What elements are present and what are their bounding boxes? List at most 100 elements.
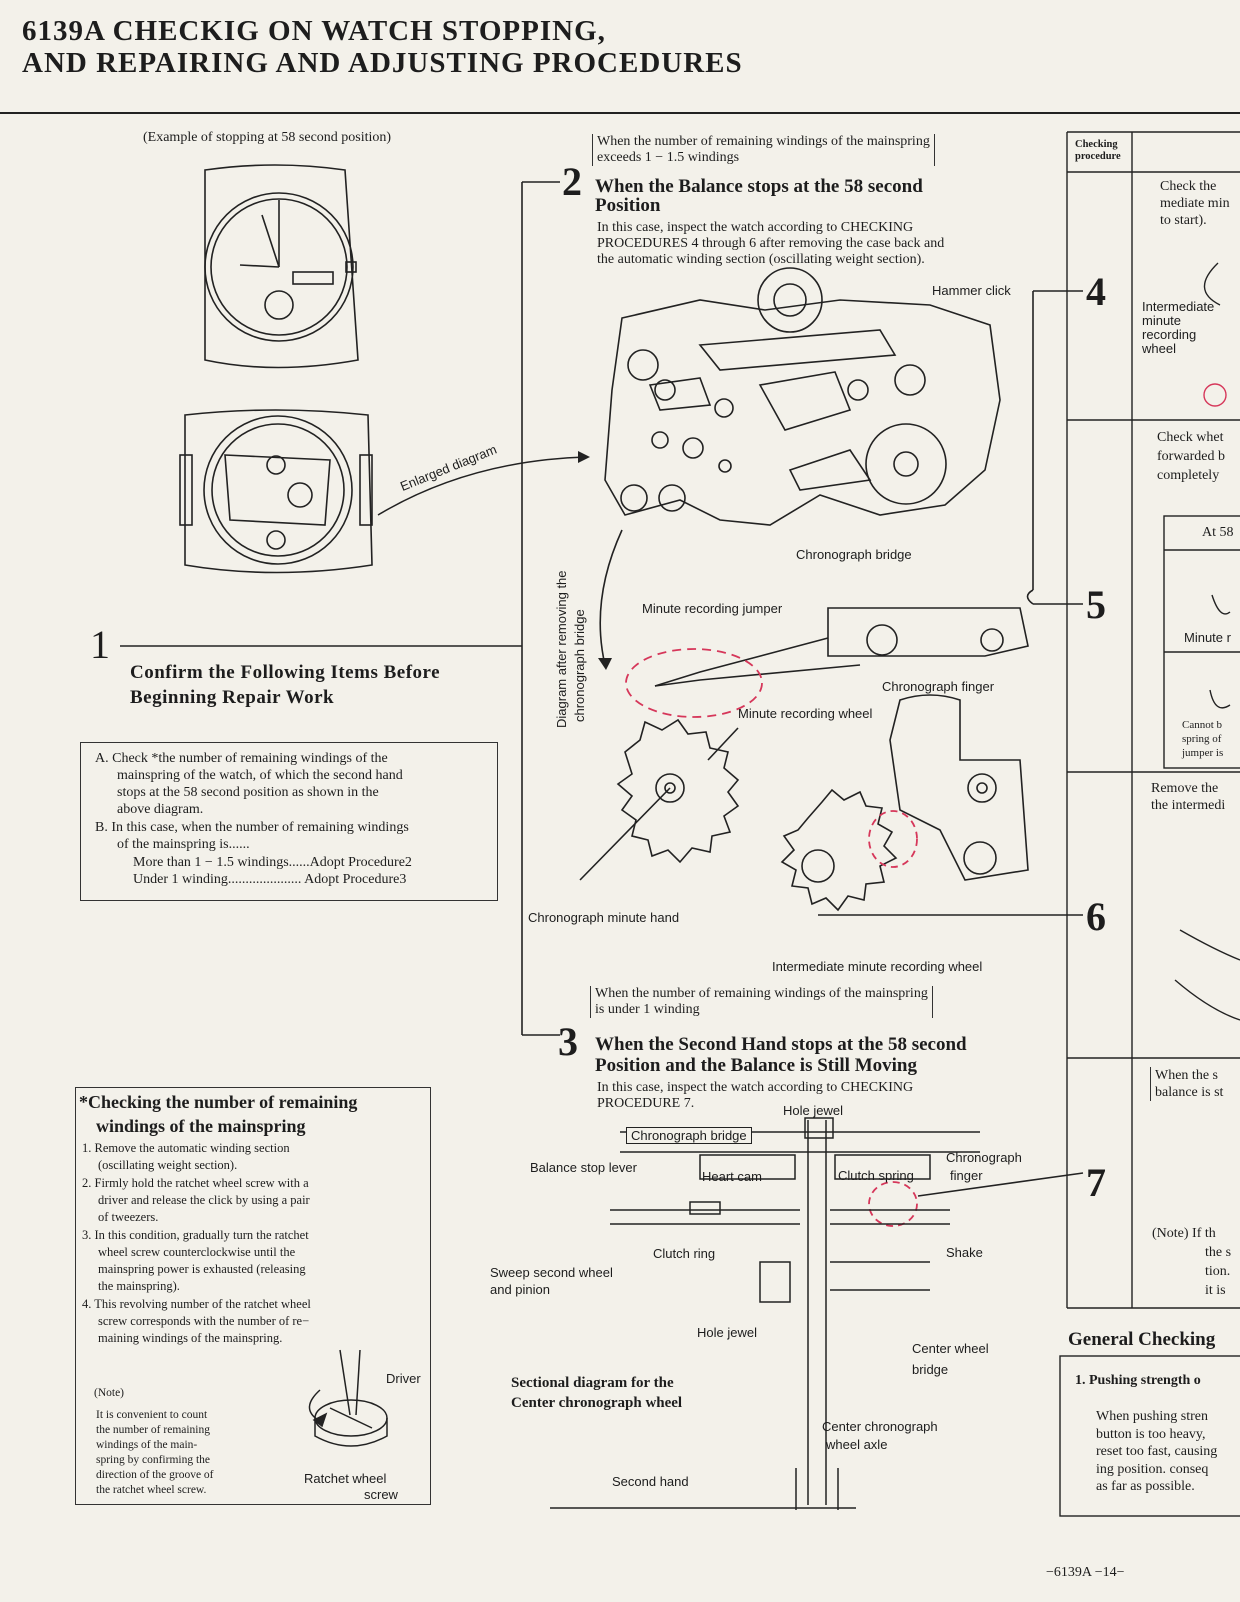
row5-line1: Check whet [1157, 430, 1224, 445]
push-line5: as far as possible. [1096, 1479, 1195, 1494]
sectional-chrono-finger-line1: Chronograph [946, 1150, 1022, 1165]
winding-step4-line1: 4. This revolving number of the ratchet … [82, 1297, 311, 1311]
table-header-line2: procedure [1075, 151, 1121, 162]
step-3-note-line1: When the number of remaining windings of… [595, 986, 928, 1001]
row6-text: Remove the the intermedi [1151, 780, 1225, 814]
balance-stop-lever-label: Balance stop lever [530, 1160, 637, 1175]
minute-recording-diagram [579, 607, 1029, 912]
winding-note-line5: direction of the groove of [96, 1469, 214, 1481]
row7-note-line4: it is [1205, 1283, 1226, 1298]
step-2-title-line1: When the Balance stops at the 58 second [595, 176, 923, 197]
row6-line1: Remove the [1151, 781, 1219, 796]
row4-label-line4: wheel [1142, 341, 1176, 356]
sweep-second-wheel-line1: Sweep second wheel [490, 1265, 613, 1280]
minute-recording-wheel-label: Minute recording wheel [738, 706, 873, 721]
sectional-caption-line2: Center chronograph wheel [511, 1395, 683, 1411]
step-3-title-line2: Position and the Balance is Still Moving [595, 1055, 917, 1076]
step-2-body-line3: the automatic winding section (oscillati… [597, 252, 925, 267]
confirm-more-than: More than 1 − 1.5 windings......Adopt Pr… [133, 855, 412, 870]
row4-wheel-label: Intermediate minute recording wheel [1142, 300, 1214, 356]
enlarged-arrow [377, 456, 589, 516]
push-line4: ing position. conseq [1096, 1461, 1209, 1477]
procedure-marker-6: 6 [1086, 894, 1106, 939]
row7-note-line1: (Note) If th [1152, 1226, 1216, 1241]
row5-text: Check whet forwarded b completely [1157, 428, 1240, 485]
winding-step4-line3: maining windings of the mainspring. [98, 1331, 283, 1345]
step-3-title-line1: When the Second Hand stops at the 58 sec… [595, 1034, 967, 1055]
row4-line3: to start). [1160, 213, 1207, 228]
winding-step1-line2: (oscillating weight section). [98, 1158, 238, 1172]
row4-line1: Check the [1160, 179, 1217, 194]
winding-note-line4: spring by confirming the [96, 1454, 211, 1466]
driver-label: Driver [386, 1371, 421, 1386]
hole-jewel-bottom-label: Hole jewel [697, 1325, 757, 1340]
lower-diagram-arrowhead [598, 658, 612, 670]
procedure-marker-4: 4 [1086, 269, 1106, 314]
push-line1: When pushing stren [1096, 1409, 1208, 1424]
sectional-diagram [550, 1117, 980, 1510]
page-title-line1: 6139A CHECKIG ON WATCH STOPPING, [22, 15, 606, 47]
row7-text: When the s balance is st [1150, 1067, 1227, 1101]
winding-step1-line1: 1. Remove the automatic winding section [82, 1141, 290, 1155]
enlarged-arrowhead [578, 451, 590, 463]
step-1-title-line2: Beginning Repair Work [130, 687, 335, 708]
finger-highlight-circle [868, 810, 918, 868]
row4-label-line3: recording [1142, 327, 1197, 342]
row5-cannot-line3: jumper is [1182, 747, 1224, 759]
row5-line3: completely [1157, 468, 1220, 483]
row4-label-line1: Intermediate [1142, 299, 1215, 314]
step-2-number: 2 [562, 159, 582, 204]
shake-label: Shake [946, 1245, 983, 1260]
step-2-note-line1: When the number of remaining windings of… [597, 134, 930, 149]
step-connector-lines [120, 181, 1084, 1197]
confirm-items-box: A. Check *the number of remaining windin… [80, 742, 498, 901]
ratchet-label-line2: screw [364, 1487, 398, 1502]
row7-note: (Note) If th the s tion. it is [1152, 1224, 1231, 1300]
step-2-condition-note: When the number of remaining windings of… [592, 134, 935, 166]
winding-step2-line2: driver and release the click by using a … [98, 1193, 310, 1207]
row6-line2: the intermedi [1151, 798, 1226, 813]
step-3-body-line2: PROCEDURE 7. [597, 1096, 695, 1111]
center-axle-line1: Center chronograph [822, 1419, 938, 1434]
winding-step3-line2: wheel screw counterclockwise until the [98, 1245, 296, 1259]
chronograph-finger-label: Chronograph finger [882, 679, 995, 694]
row4-label-line2: minute [1142, 313, 1182, 328]
step-3-body-line1: In this case, inspect the watch accordin… [597, 1080, 914, 1095]
confirm-b-line1: B. In this case, when the number of rema… [95, 820, 409, 835]
heart-cam-label: Heart cam [702, 1169, 762, 1184]
lower-diagram-arrow [599, 529, 623, 666]
procedure-marker-7: 7 [1086, 1160, 1106, 1205]
step-2-body-line1: In this case, inspect the watch accordin… [597, 220, 914, 235]
ratchet-label-line1: Ratchet wheel [304, 1471, 387, 1486]
winding-check-box: *Checking the number of remaining windin… [75, 1087, 431, 1505]
row7-note-line3: tion. [1205, 1264, 1231, 1279]
example-caption: (Example of stopping at 58 second positi… [143, 130, 392, 145]
row5-cannot-line1: Cannot b [1182, 719, 1223, 731]
row5-cannot-line2: spring of [1182, 733, 1222, 745]
table-header-line1: Checking [1075, 139, 1118, 150]
winding-box-title-line2: windings of the mainspring [96, 1116, 306, 1136]
chronograph-bridge-label: Chronograph bridge [796, 547, 912, 562]
row5-minute-label: Minute r [1184, 630, 1231, 645]
chronograph-bridge-diagram [604, 267, 1001, 526]
row5-at58: At 58 [1202, 525, 1234, 540]
confirm-a-line2: mainspring of the watch, of which the se… [117, 768, 403, 783]
row4-text: Check the mediate min to start). [1160, 178, 1240, 229]
push-line2: button is too heavy, [1096, 1426, 1206, 1442]
chronograph-minute-hand-label: Chronograph minute hand [528, 910, 680, 925]
winding-note-line1: It is convenient to count [96, 1409, 208, 1421]
row5-cannot-text: Cannot b spring of jumper is [1182, 718, 1223, 760]
row7-line2: balance is st [1155, 1085, 1224, 1100]
winding-box-title-line1: *Checking the number of remaining [79, 1092, 358, 1112]
minute-recording-jumper-label: Minute recording jumper [642, 601, 783, 616]
row7-note-line2: the s [1205, 1245, 1232, 1260]
second-hand-label: Second hand [612, 1474, 689, 1489]
winding-step3-line3: mainspring power is exhausted (releasing [98, 1262, 306, 1276]
row4-line2: mediate min [1160, 196, 1230, 211]
sectional-caption-line1: Sectional diagram for the [511, 1375, 674, 1391]
watch-front-illustration [204, 164, 359, 369]
jumper-highlight-circle [625, 648, 763, 718]
winding-step3-line4: the mainspring). [98, 1279, 180, 1293]
winding-step3-line1: 3. In this condition, gradually turn the… [82, 1228, 309, 1242]
